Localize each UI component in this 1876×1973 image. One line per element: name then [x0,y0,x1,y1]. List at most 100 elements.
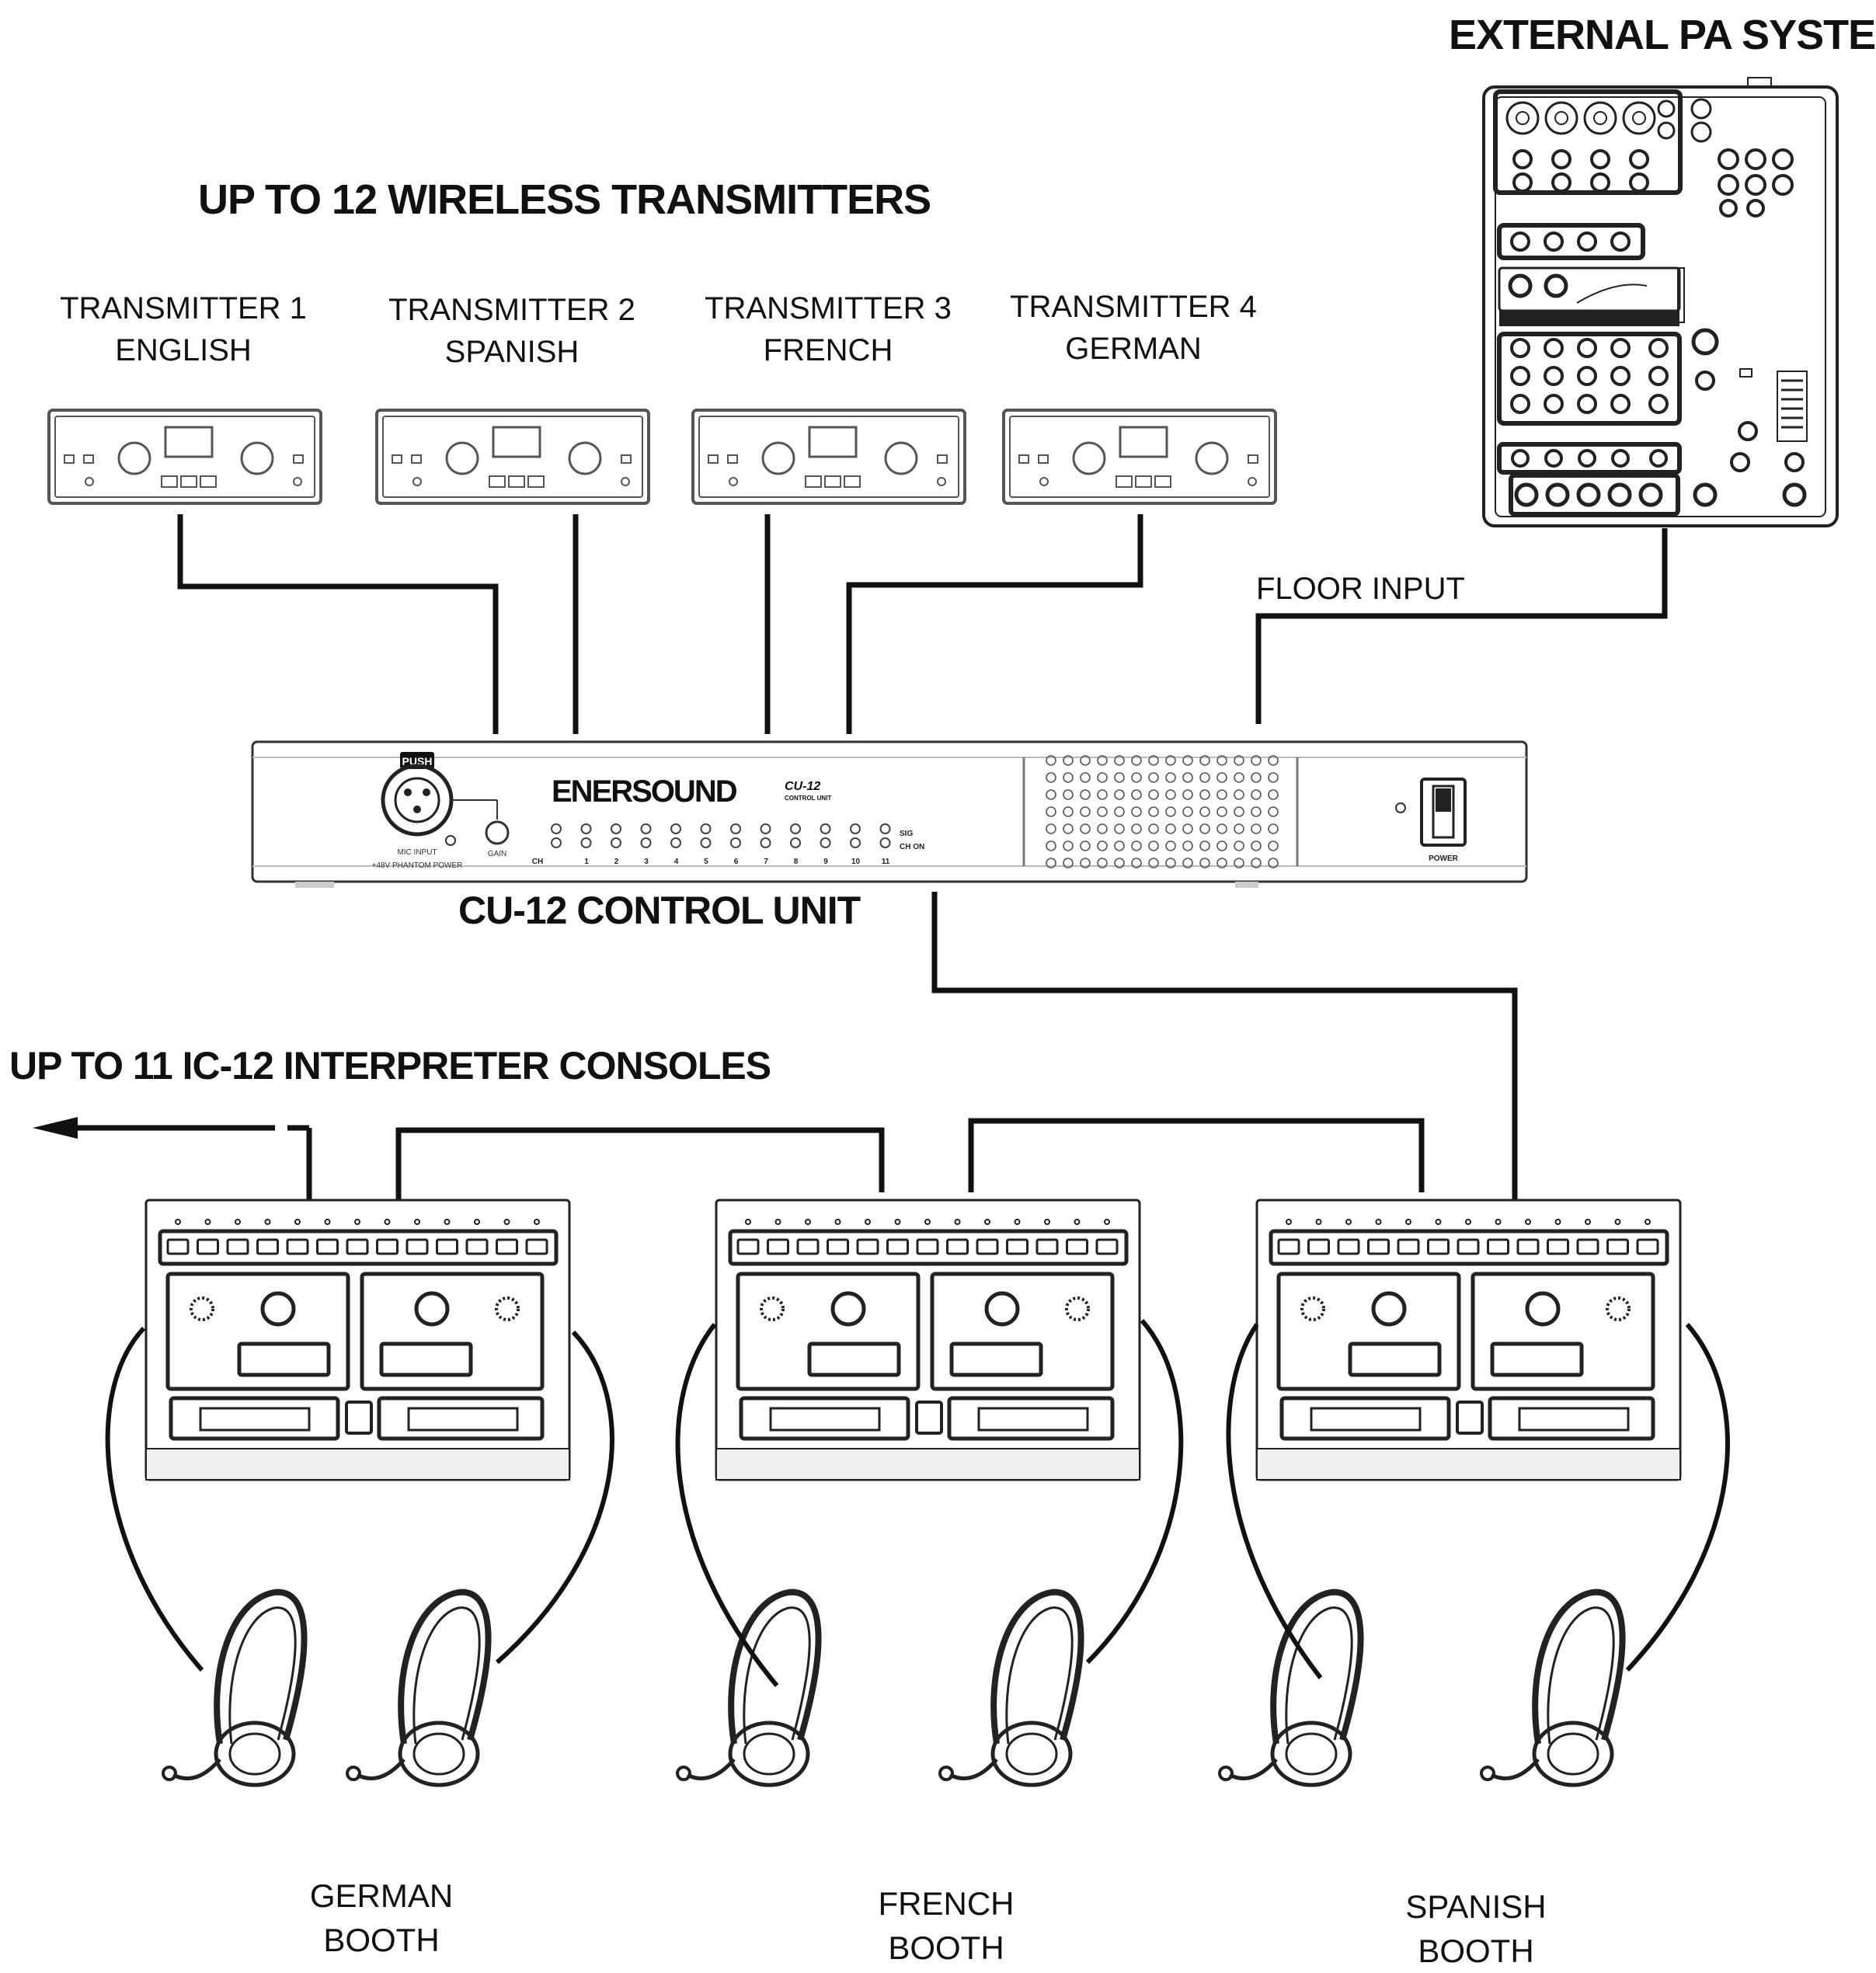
cable-console-2-to-3 [968,1118,1425,1192]
power-led-icon [1395,802,1406,813]
transmitter-3-icon [691,409,966,505]
sig-led [730,823,741,834]
headset-icon [938,1588,1084,1787]
transmitter-3-name: TRANSMITTER 3 [705,291,952,325]
mic-input-label: MIC INPUT [397,848,437,857]
booth-french-label: FRENCH BOOTH [879,1882,1015,1970]
push-tab-icon [400,752,434,769]
arrow-left-icon [33,1117,78,1139]
transmitter-1-label: TRANSMITTER 1 ENGLISH [60,287,307,371]
channel-number: 4 [674,858,679,866]
sig-led [700,823,712,834]
headset-icon [1480,1588,1626,1787]
transmitter-2-name: TRANSMITTER 2 [388,293,635,327]
control-unit-icon: PUSH MIC INPUT +48V PHANTOM POWER GAIN E… [251,740,1528,888]
sig-led [611,823,621,834]
gain-knob-icon [485,820,510,845]
booth-spanish-name: SPANISH [1405,1888,1547,1925]
connection-cables [177,514,1668,1200]
ch-on-led [820,837,831,848]
cable-console-1-to-2 [395,1127,885,1200]
model-label: CU-12 [785,780,820,793]
ch-on-led [790,837,801,848]
channel-number: 10 [851,858,861,866]
transmitter-4-label: TRANSMITTER 4 GERMAN [1010,286,1257,370]
push-label: PUSH [402,755,433,767]
ch-on-led [730,837,741,848]
headset-cord [496,1330,614,1665]
cable-transmitter-1 [177,514,499,734]
sig-led [640,823,652,834]
transmitter-4-language: GERMAN [1065,332,1202,366]
transmitter-4-icon [1002,409,1277,505]
ch-on-led [850,837,861,848]
sig-led [790,823,801,834]
transmitter-4-name: TRANSMITTER 4 [1010,290,1257,324]
headset-cord [105,1326,204,1672]
cable-floor-input [1255,528,1668,724]
channel-number: 7 [764,858,768,866]
sig-led [551,823,562,834]
transmitter-2-label: TRANSMITTER 2 SPANISH [388,289,635,373]
phantom-label: +48V PHANTOM POWER [372,861,463,870]
ch-label: CH [532,858,543,866]
ch-on-led [551,837,562,848]
ch-on-led [580,837,592,848]
channel-number: 1 [584,858,589,866]
ch-on-led [670,837,681,848]
booth-spanish-label: SPANISH BOOTH [1405,1885,1546,1973]
sig-led [820,823,831,834]
interpreter-console-2-icon [715,1199,1141,1481]
ch-on-led [879,837,891,848]
gain-label: GAIN [488,850,506,858]
booth-spanish-suffix: BOOTH [1418,1932,1534,1969]
chain-continuation-arrow [33,1117,312,1200]
brand-logo: ENERSOUND [552,774,737,809]
interpreter-consoles [144,1199,1682,1481]
transmitter-1-icon [47,409,322,505]
ch-on-label: CH ON [900,843,924,851]
ch-on-led [760,837,771,848]
ch-on-led [640,837,652,848]
transmitter-2-icon [375,409,650,505]
sig-led [850,823,861,834]
transmitter-3-label: TRANSMITTER 3 FRENCH [705,287,952,371]
pa-mixer-icon [1482,77,1839,527]
booth-german-name: GERMAN [309,1877,454,1914]
channel-number: 2 [614,858,619,866]
headset-icon [162,1588,308,1787]
channel-number: 11 [882,858,890,866]
ch-on-led [611,837,621,848]
channel-number: 3 [644,858,649,866]
ch-on-led [700,837,712,848]
transmitter-2-language: SPANISH [444,335,580,369]
sig-led [580,823,592,834]
booth-german-suffix: BOOTH [323,1921,440,1958]
booth-german-label: GERMAN BOOTH [310,1874,453,1962]
sig-led [670,823,681,834]
channel-number: 6 [734,858,739,866]
transmitters-heading: UP TO 12 WIRELESS TRANSMITTERS [198,176,931,223]
speaker-grill-icon [1041,753,1282,868]
headset-cord [1085,1319,1184,1665]
headset-icon [676,1588,822,1787]
pa-system-heading: EXTERNAL PA SYSTEM [1449,12,1876,58]
consoles-heading: UP TO 11 IC-12 INTERPRETER CONSOLES [9,1044,771,1087]
sig-label: SIG [900,830,913,838]
booth-french-suffix: BOOTH [888,1929,1004,1966]
transmitter-3-language: FRENCH [763,333,893,367]
headsets [105,1319,1730,1787]
channel-number: 9 [823,858,828,866]
booth-french-name: FRENCH [878,1885,1015,1922]
sig-led [760,823,771,834]
control-unit-heading: CU-12 CONTROL UNIT [458,889,861,932]
cable-control-to-consoles [931,892,1518,1200]
model-subtitle: CONTROL UNIT [785,795,831,802]
channel-number: 5 [704,858,708,866]
power-label: POWER [1429,854,1459,863]
power-switch-icon [1420,778,1467,847]
headset-icon [1218,1588,1364,1787]
